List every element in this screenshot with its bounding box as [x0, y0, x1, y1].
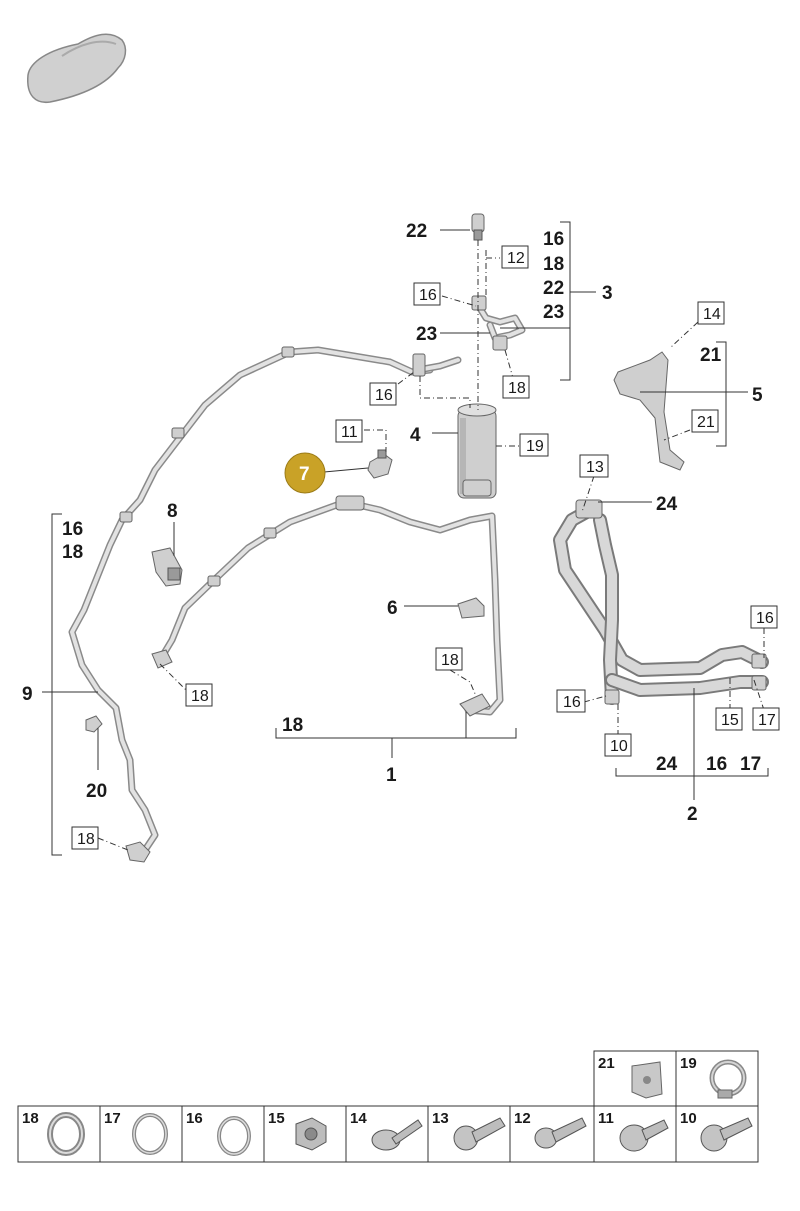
- group3-16: 16: [543, 229, 564, 250]
- group2-16: 16: [706, 754, 727, 775]
- callout-22: 22: [406, 221, 427, 242]
- bracket-part-5[interactable]: [613, 351, 685, 471]
- bolt-12-icon[interactable]: [534, 1117, 587, 1149]
- group9-18: 18: [62, 542, 83, 563]
- boxed-18-hose: 18: [441, 652, 459, 669]
- o-ring-17-icon[interactable]: [132, 1113, 168, 1155]
- callout-labels: 22 23 16 18 22 23 3 21 5 4 24 8 16 18 6 …: [22, 221, 763, 825]
- callout-6: 6: [387, 598, 398, 619]
- callout-4: 4: [410, 425, 421, 446]
- legend-17: 17: [104, 1110, 121, 1127]
- highlight-callout-7[interactable]: 7: [284, 452, 326, 494]
- callout-3: 3: [602, 283, 613, 304]
- legend-13: 13: [432, 1110, 449, 1127]
- legend-12: 12: [514, 1110, 531, 1127]
- group3-22: 22: [543, 278, 564, 299]
- hex-nut-15-icon[interactable]: [295, 1117, 327, 1151]
- legend-top-row: 21 19: [593, 1050, 759, 1107]
- valve-fitting-16[interactable]: [412, 353, 462, 377]
- clip-part-6[interactable]: [457, 597, 485, 619]
- legend-14: 14: [350, 1110, 367, 1127]
- bolt-11-icon[interactable]: [619, 1119, 669, 1152]
- o-ring-16-icon[interactable]: [217, 1116, 251, 1156]
- boxed-16-low: 16: [563, 694, 581, 711]
- boxed-16-top: 16: [419, 287, 437, 304]
- refrigerant-line-3[interactable]: [471, 295, 526, 351]
- boxed-17: 17: [758, 712, 776, 729]
- receiver-dryer-4[interactable]: [457, 403, 497, 499]
- o-ring-18-icon[interactable]: [47, 1112, 85, 1156]
- callout-5: 5: [752, 385, 763, 406]
- legend-21: 21: [598, 1055, 615, 1072]
- legend-15: 15: [268, 1110, 285, 1127]
- callout-8: 8: [167, 501, 178, 522]
- sensor-part-7[interactable]: [367, 449, 393, 479]
- legend-16: 16: [186, 1110, 203, 1127]
- callout-9: 9: [22, 684, 33, 705]
- boxed-14: 14: [703, 306, 721, 323]
- callout-23: 23: [416, 324, 437, 345]
- boxed-15: 15: [721, 712, 739, 729]
- callout-2: 2: [687, 804, 698, 825]
- boxed-21: 21: [697, 414, 715, 431]
- group3-23: 23: [543, 302, 564, 323]
- callout-20: 20: [86, 781, 107, 802]
- refrigerant-line-1[interactable]: [151, 495, 504, 717]
- refrigerant-line-9[interactable]: [68, 346, 434, 863]
- leader-lines: [42, 221, 769, 856]
- callout-1: 1: [386, 765, 397, 786]
- boxed-12: 12: [507, 250, 525, 267]
- bracket-part-8[interactable]: [151, 547, 183, 587]
- legend-11: 11: [598, 1110, 614, 1127]
- pressure-sensor-22[interactable]: [471, 213, 485, 241]
- boxed-labels: 12 16 16 18 14 21 11 19 13 16 16 15 17 1…: [71, 245, 780, 850]
- bolt-10-icon[interactable]: [700, 1117, 753, 1152]
- group3-18: 18: [543, 254, 564, 275]
- car-icon[interactable]: [27, 33, 127, 104]
- boxed-16-mid: 16: [375, 387, 393, 404]
- highlight-label: 7: [299, 464, 310, 485]
- legend-18: 18: [22, 1110, 39, 1127]
- boxed-10: 10: [610, 738, 628, 755]
- legend-10: 10: [680, 1110, 697, 1127]
- bolt-14-icon[interactable]: [371, 1119, 423, 1151]
- callout-24: 24: [656, 494, 678, 515]
- group2-17: 17: [740, 754, 761, 775]
- group5-21: 21: [700, 345, 722, 366]
- boxed-11: 11: [341, 424, 358, 441]
- boxed-18-left: 18: [191, 688, 209, 705]
- boxed-18-top: 18: [508, 380, 526, 397]
- group9-16: 16: [62, 519, 83, 540]
- legend-bottom-row: 18 17 16 15 14 13 12 11 10: [17, 1105, 759, 1163]
- group2-24: 24: [656, 754, 678, 775]
- boxed-19: 19: [526, 438, 544, 455]
- legend-19: 19: [680, 1055, 697, 1072]
- boxed-18-bottom: 18: [77, 831, 95, 848]
- bolt-13-icon[interactable]: [453, 1117, 506, 1151]
- hose-assembly-2[interactable]: [553, 499, 769, 705]
- bracket-21-icon[interactable]: [631, 1061, 663, 1099]
- boxed-16-right: 16: [756, 610, 774, 627]
- clamp-19-icon[interactable]: [709, 1059, 747, 1099]
- boxed-13: 13: [586, 459, 604, 476]
- clip-part-20[interactable]: [85, 715, 103, 733]
- callout-18-line1: 18: [282, 715, 303, 736]
